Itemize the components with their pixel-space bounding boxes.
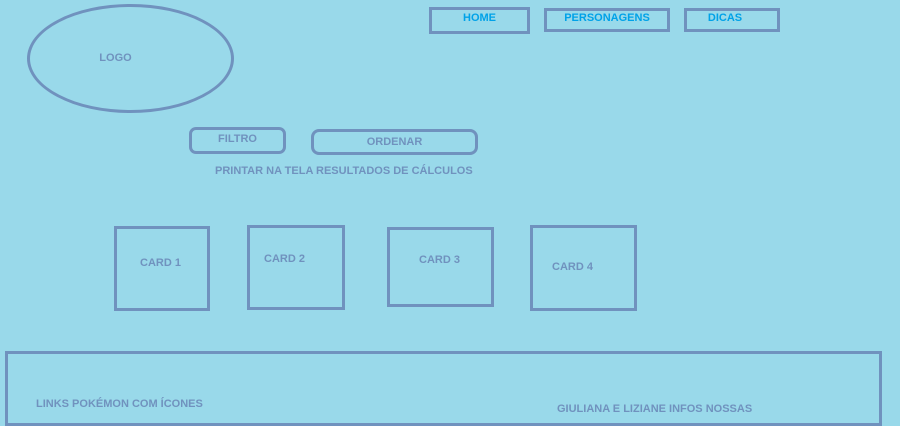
nav-personagens-label: PERSONAGENS — [564, 12, 650, 24]
filter-button[interactable]: FILTRO — [189, 127, 286, 154]
card-4[interactable]: CARD 4 — [530, 225, 637, 311]
nav-home-button[interactable]: HOME — [429, 7, 530, 34]
card-3[interactable]: CARD 3 — [387, 227, 494, 307]
footer-links-text[interactable]: LINKS POKÉMON COM ÍCONES — [36, 398, 203, 410]
card-2-label: CARD 2 — [264, 253, 305, 265]
card-1[interactable]: CARD 1 — [114, 226, 210, 311]
nav-dicas-button[interactable]: DICAS — [684, 8, 780, 32]
nav-dicas-label: DICAS — [707, 11, 743, 24]
card-4-label: CARD 4 — [552, 261, 593, 273]
sort-label: ORDENAR — [366, 135, 423, 148]
sort-button[interactable]: ORDENAR — [311, 129, 478, 155]
logo-placeholder: LOGO — [27, 4, 234, 113]
nav-personagens-button[interactable]: PERSONAGENS — [544, 8, 670, 32]
footer-info-text: GIULIANA E LIZIANE INFOS NOSSAS — [557, 403, 753, 415]
card-1-label: CARD 1 — [140, 257, 181, 269]
card-3-label: CARD 3 — [419, 254, 460, 266]
logo-label: LOGO — [99, 51, 132, 64]
filter-label: FILTRO — [218, 133, 257, 145]
nav-home-label: HOME — [463, 12, 496, 24]
results-text: PRINTAR NA TELA RESULTADOS DE CÁLCULOS — [215, 165, 473, 177]
card-2[interactable]: CARD 2 — [247, 225, 345, 310]
